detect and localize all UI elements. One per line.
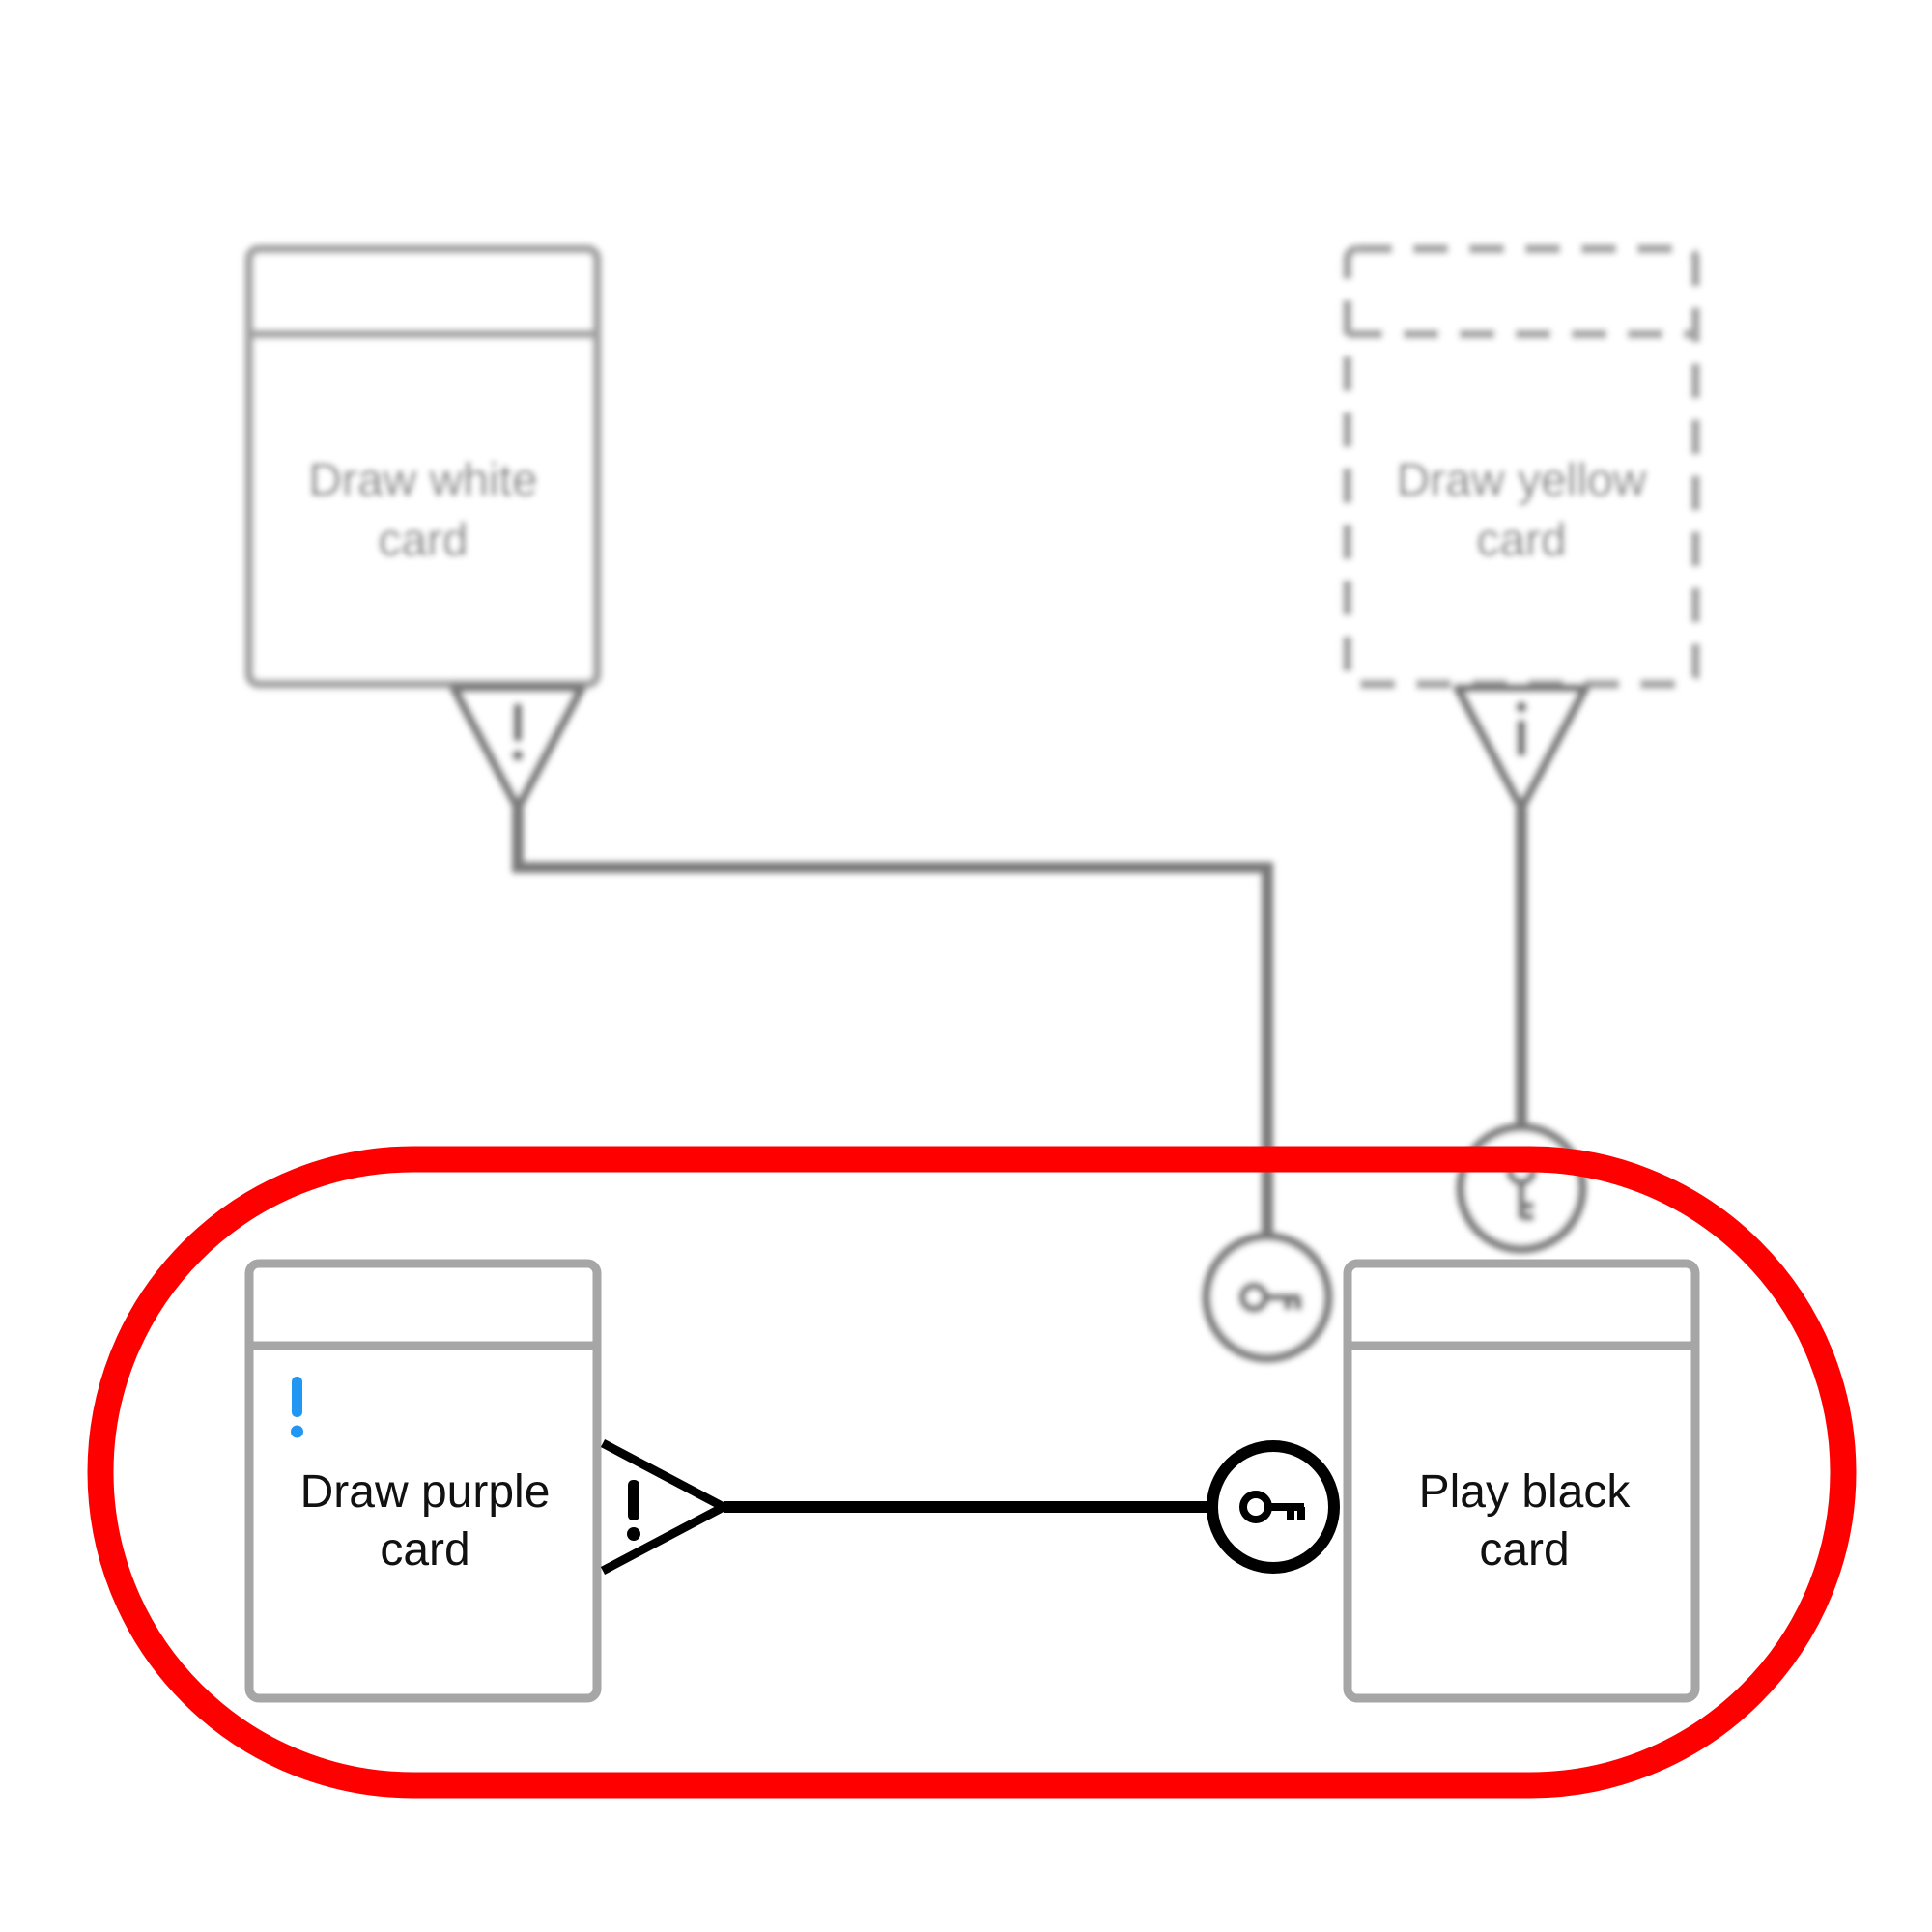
exclamation-icon	[627, 1480, 640, 1541]
card-draw-yellow[interactable]: Draw yellow card	[1343, 244, 1700, 689]
card-draw-purple[interactable]: Draw purple card	[244, 1259, 602, 1703]
key-icon	[1239, 1491, 1305, 1523]
exclamation-funnel-icon	[449, 683, 586, 812]
card-title-line2: card	[1476, 515, 1566, 566]
exclamation-dot	[512, 750, 524, 761]
card-title-line1: Draw white	[308, 455, 537, 506]
connector-line	[512, 808, 1273, 1235]
connector-white-to-black[interactable]	[449, 683, 1333, 1363]
card-title-line1: Draw yellow	[1397, 455, 1647, 506]
focus-highlight-outline	[87, 1146, 1857, 1799]
card-title-line2: card	[1479, 1524, 1569, 1576]
exclamation-funnel-icon	[600, 1439, 733, 1575]
card-title-line1: Draw purple	[300, 1466, 551, 1518]
key-icon	[1238, 1282, 1302, 1313]
card-title-line2: card	[378, 515, 468, 566]
connector-purple-to-black[interactable]	[600, 1439, 1340, 1575]
exclamation-icon	[291, 1377, 303, 1438]
card-title-line1: Play black	[1419, 1466, 1632, 1518]
card-title-line2: card	[380, 1524, 469, 1576]
info-stem	[1517, 720, 1526, 756]
card-play-black[interactable]: Play black card	[1343, 1259, 1700, 1703]
exclamation-icon	[513, 703, 523, 742]
info-icon	[1516, 701, 1527, 713]
card-draw-white[interactable]: Draw white card	[244, 244, 602, 689]
